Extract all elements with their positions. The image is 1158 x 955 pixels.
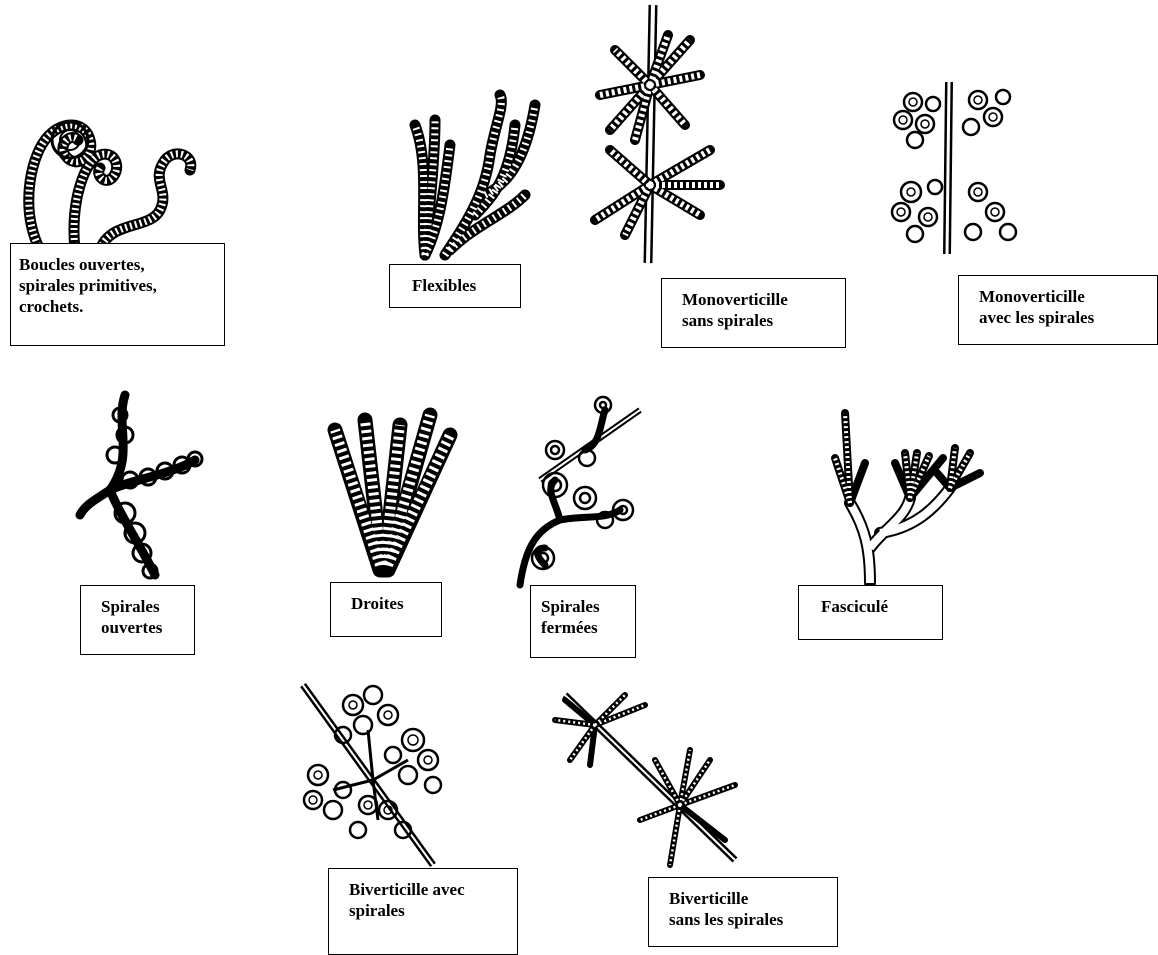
label-flexibles: Flexibles	[389, 264, 521, 308]
illustration-spirales-fermees	[515, 390, 645, 585]
illustration-monoverticille-sans-spirales	[590, 5, 740, 263]
illustration-flexibles	[395, 85, 565, 260]
illustration-droites	[320, 405, 460, 575]
label-spirales-fermees: Spirales fermées	[530, 585, 636, 658]
label-biverticille-sans-spirales: Biverticille sans les spirales	[648, 877, 838, 947]
illustration-fascicule	[825, 408, 985, 583]
label-biverticille-avec-spirales: Biverticille avec spirales	[328, 868, 518, 955]
label-droites: Droites	[330, 582, 442, 637]
illustration-monoverticille-avec-spirales	[893, 82, 1023, 254]
label-boucles-ouvertes: Boucles ouvertes, spirales primitives, c…	[10, 243, 225, 346]
illustration-spirales-ouvertes	[70, 395, 210, 580]
illustration-biverticille-sans-spirales	[550, 690, 740, 870]
label-monoverticille-avec-spirales: Monoverticille avec les spirales	[958, 275, 1158, 345]
illustration-boucles-ouvertes	[0, 100, 230, 250]
label-fascicule: Fasciculé	[798, 585, 943, 640]
illustration-biverticille-avec-spirales	[298, 680, 458, 865]
label-monoverticille-sans-spirales: Monoverticille sans spirales	[661, 278, 846, 348]
label-spirales-ouvertes: Spirales ouvertes	[80, 585, 195, 655]
